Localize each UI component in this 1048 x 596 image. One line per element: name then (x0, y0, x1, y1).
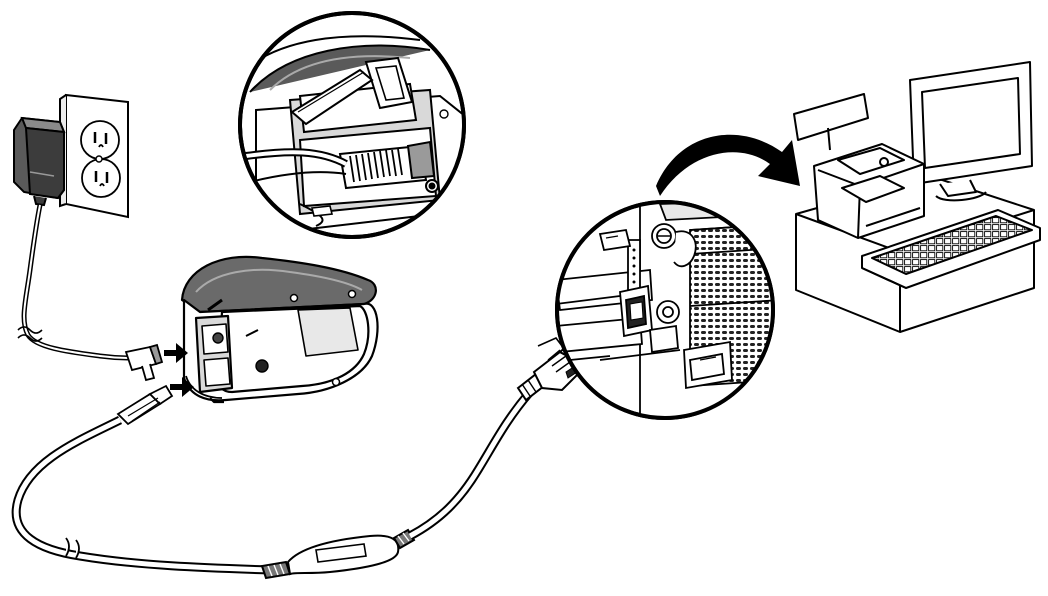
wall-outlet (59, 93, 129, 219)
pos-terminal (793, 61, 1041, 333)
host-port-closeup (555, 200, 775, 420)
power-plug-arrow (164, 343, 188, 363)
cable-plug-arrow (170, 377, 194, 397)
cable-break (65, 537, 80, 559)
power-cord-break (17, 326, 43, 342)
ac-power-adapter (13, 116, 66, 207)
power-cord (21, 204, 131, 361)
power-plug (124, 343, 164, 382)
cable-inline-module (260, 528, 416, 580)
scanner-base-ports-closeup (238, 11, 466, 239)
to-terminal-arrow (656, 134, 800, 196)
scanner-base (180, 255, 379, 404)
host-interface-cable (11, 415, 271, 575)
modular-plug (116, 384, 174, 426)
